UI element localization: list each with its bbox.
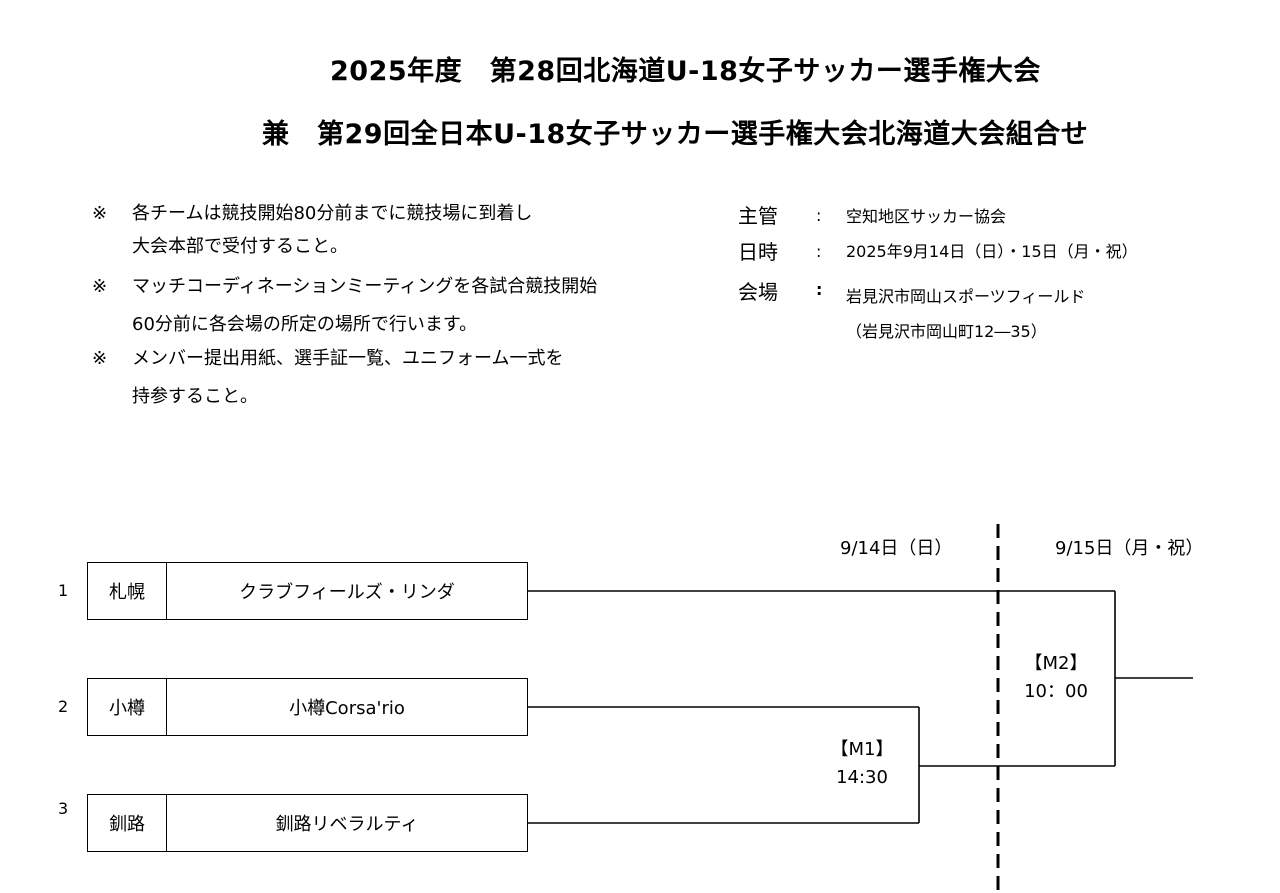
team-name: 小樽Corsa'rio <box>289 698 405 719</box>
organizer-label: 主管 <box>738 204 778 228</box>
note-mark: ※ <box>92 276 108 297</box>
team-box: 小樽 小樽Corsa'rio <box>87 678 528 736</box>
team-region: 釧路 <box>88 795 167 851</box>
day2-header: 9/15日（月・祝） <box>1055 538 1204 559</box>
info-colon: : <box>816 206 822 225</box>
note-line: マッチコーディネーションミーティングを各試合競技開始 <box>132 276 598 297</box>
note-line: 60分前に各会場の所定の場所で行います。 <box>132 314 478 335</box>
venue-label: 会場 <box>738 280 778 304</box>
organizer-value: 空知地区サッカー協会 <box>846 207 1007 226</box>
team-region: 札幌 <box>88 563 167 619</box>
match-time: 14:30 <box>836 767 888 788</box>
info-colon: : <box>816 242 822 261</box>
day1-header: 9/14日（日） <box>840 538 953 559</box>
info-colon: : <box>816 280 823 299</box>
venue-address: （岩見沢市岡山町12―35） <box>846 322 1047 341</box>
title-line-1: 2025年度 第28回北海道U-18女子サッカー選手権大会 <box>330 56 1041 87</box>
team-region: 小樽 <box>88 679 167 735</box>
match-time: 10：00 <box>1024 681 1088 702</box>
seed-number: 2 <box>58 697 69 716</box>
datetime-label: 日時 <box>738 240 778 264</box>
note-line: 各チームは競技開始80分前までに競技場に到着し <box>132 203 533 224</box>
team-name: 釧路リベラルティ <box>275 814 419 835</box>
team-box: 札幌 クラブフィールズ・リンダ <box>87 562 528 620</box>
match-m1: 【M1】 14:30 <box>822 736 902 792</box>
match-label: 【M1】 <box>830 739 894 760</box>
match-label: 【M2】 <box>1024 653 1088 674</box>
note-line: 大会本部で受付すること。 <box>132 236 348 257</box>
title-line-2: 兼 第29回全日本U-18女子サッカー選手権大会北海道大会組合せ <box>262 119 1089 150</box>
match-m2: 【M2】 10：00 <box>1016 650 1096 706</box>
venue-value: 岩見沢市岡山スポーツフィールド <box>846 287 1086 306</box>
seed-number: 1 <box>58 581 69 600</box>
note-line: 持参すること。 <box>132 386 258 407</box>
datetime-value: 2025年9月14日（日）・15日（月・祝） <box>846 242 1138 261</box>
note-line: メンバー提出用紙、選手証一覧、ユニフォーム一式を <box>132 348 564 369</box>
team-name: クラブフィールズ・リンダ <box>239 582 455 603</box>
seed-number: 3 <box>58 799 69 818</box>
note-mark: ※ <box>92 348 108 369</box>
note-mark: ※ <box>92 203 108 224</box>
team-box: 釧路 釧路リベラルティ <box>87 794 528 852</box>
